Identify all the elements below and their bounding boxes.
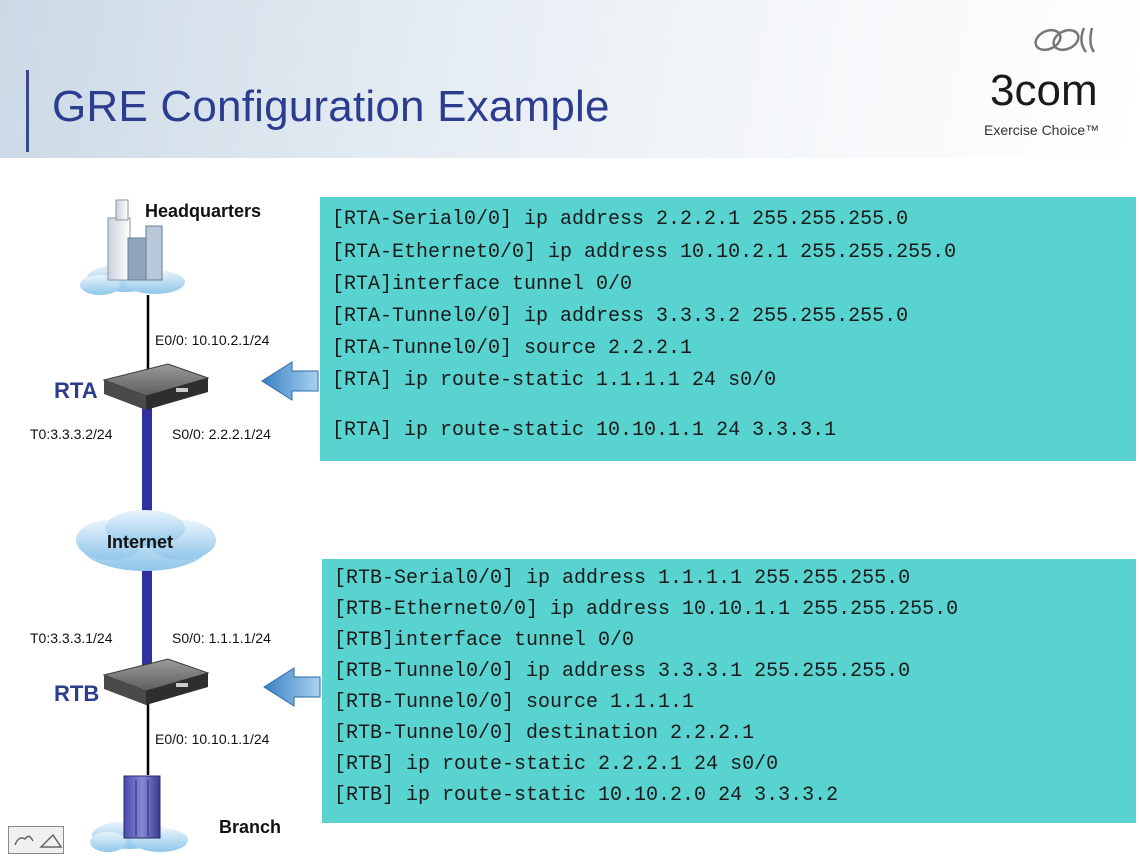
logo-chain-icon — [1034, 27, 1096, 53]
rtb-config-line: [RTB-Tunnel0/0] destination 2.2.2.1 — [334, 722, 755, 745]
rtb-config-line: [RTB]interface tunnel 0/0 — [334, 629, 635, 652]
slide-header: GRE Configuration Example 3com Exercise … — [0, 0, 1140, 158]
internet-cloud-icon — [76, 510, 216, 571]
rtb-config-line: [RTB-Serial0/0] ip address 1.1.1.1 255.2… — [334, 567, 911, 590]
branch-label: Branch — [219, 817, 282, 837]
rta-config-line: [RTA-Ethernet0/0] ip address 10.10.2.1 2… — [332, 241, 957, 264]
rta-name-label: RTA — [54, 378, 98, 403]
rtb-config-box: [RTB-Serial0/0] ip address 1.1.1.1 255.2… — [322, 559, 1136, 823]
arrow-to-rtb — [263, 667, 321, 707]
logo-tagline: Exercise Choice™ — [984, 122, 1100, 138]
rtb-config-line: [RTB-Ethernet0/0] ip address 10.10.1.1 2… — [334, 598, 959, 621]
rta-config-line: [RTA-Tunnel0/0] source 2.2.2.1 — [332, 337, 693, 360]
rta-config-line: [RTA] ip route-static 10.10.1.1 24 3.3.3… — [332, 419, 837, 442]
rtb-config-line: [RTB-Tunnel0/0] source 1.1.1.1 — [334, 691, 695, 714]
headquarters-label: Headquarters — [145, 201, 262, 221]
router-rtb-icon — [102, 658, 210, 705]
rta-config-line: [RTA-Tunnel0/0] ip address 3.3.3.2 255.2… — [332, 305, 909, 328]
rta-tunnel-label: T0:3.3.3.2/24 — [30, 426, 113, 442]
slide-title: GRE Configuration Example — [52, 82, 610, 131]
slide-nav-icon — [14, 833, 63, 848]
tunnel-link-rta-internet — [142, 400, 152, 522]
rtb-tunnel-label: T0:3.3.3.1/24 — [30, 630, 113, 646]
branch-icon — [90, 775, 188, 852]
rtb-config-line: [RTB] ip route-static 10.10.2.0 24 3.3.3… — [334, 784, 839, 807]
title-rule — [26, 70, 29, 152]
arrow-to-rta — [261, 361, 319, 401]
rta-config-box: [RTA-Serial0/0] ip address 2.2.2.1 255.2… — [320, 197, 1136, 461]
router-rta-icon — [102, 363, 210, 410]
rtb-ethernet-label: E0/0: 10.10.1.1/24 — [155, 731, 270, 747]
rtb-serial-label: S0/0: 1.1.1.1/24 — [172, 630, 271, 646]
rtb-config-line: [RTB] ip route-static 2.2.2.1 24 s0/0 — [334, 753, 779, 776]
rta-config-line: [RTA-Serial0/0] ip address 2.2.2.1 255.2… — [332, 208, 909, 231]
rta-serial-label: S0/0: 2.2.2.1/24 — [172, 426, 271, 442]
internet-label: Internet — [107, 532, 174, 552]
slide-navigation-control[interactable] — [8, 826, 64, 854]
company-logo: 3com Exercise Choice™ — [980, 22, 1130, 154]
rta-config-line: [RTA]interface tunnel 0/0 — [332, 273, 633, 296]
rtb-name-label: RTB — [54, 681, 100, 706]
headquarters-icon — [80, 199, 185, 295]
rta-config-line: [RTA] ip route-static 1.1.1.1 24 s0/0 — [332, 369, 777, 392]
tunnel-link-internet-rtb — [142, 568, 152, 670]
rtb-config-line: [RTB-Tunnel0/0] ip address 3.3.3.1 255.2… — [334, 660, 911, 683]
rta-ethernet-label: E0/0: 10.10.2.1/24 — [155, 332, 270, 348]
logo-wordmark: 3com — [990, 66, 1098, 115]
